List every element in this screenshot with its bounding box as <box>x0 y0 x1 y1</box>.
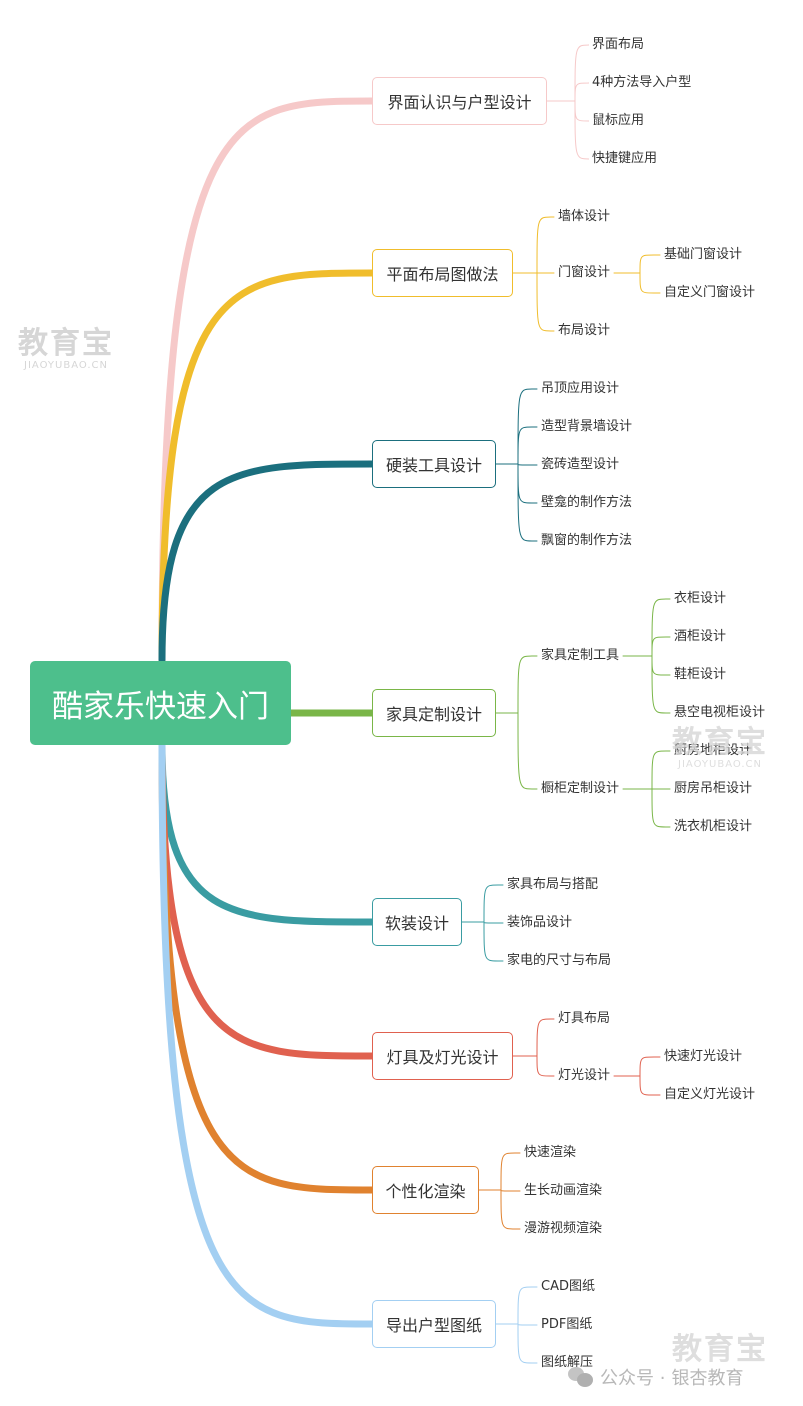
branch-connector <box>158 741 376 1060</box>
topic-node[interactable]: 生长动画渲染 <box>524 1183 603 1199</box>
connector <box>536 272 555 332</box>
topic-node[interactable]: 灯具布局 <box>558 1011 611 1027</box>
topic-node[interactable]: 厨房地柜设计 <box>674 743 753 759</box>
branch-connector <box>158 741 376 1194</box>
connector <box>517 655 538 714</box>
connector <box>639 272 661 294</box>
topic-node[interactable]: 漫游视频渲染 <box>524 1221 603 1237</box>
topic-node[interactable]: 自定义灯光设计 <box>664 1087 756 1103</box>
connector <box>639 1075 661 1096</box>
topic-node[interactable]: 快速渲染 <box>524 1145 577 1161</box>
topic-node[interactable]: 家电的尺寸与布局 <box>507 953 612 969</box>
topic-node[interactable]: 酒柜设计 <box>674 629 727 645</box>
watermark-domain: JIAOYUBAO.CN <box>24 360 108 371</box>
topic-node[interactable]: 橱柜定制设计 <box>541 781 620 797</box>
branch-node[interactable]: 硬装工具设计 <box>372 440 496 488</box>
connector <box>651 655 671 676</box>
root-node[interactable]: 酷家乐快速入门 <box>30 661 291 745</box>
topic-node[interactable]: 门窗设计 <box>558 265 611 281</box>
connector <box>651 750 671 790</box>
connector <box>639 254 661 274</box>
watermark-logo: 教育宝 <box>672 1334 768 1366</box>
topic-node[interactable]: 洗衣机柜设计 <box>674 819 753 835</box>
branch-node[interactable]: 家具定制设计 <box>372 689 496 737</box>
topic-node[interactable]: 造型背景墙设计 <box>541 419 633 435</box>
branch-node[interactable]: 软装设计 <box>372 898 462 946</box>
connector <box>500 1189 521 1192</box>
topic-node[interactable]: 飘窗的制作方法 <box>541 533 633 549</box>
topic-node[interactable]: 壁龛的制作方法 <box>541 495 633 511</box>
branch-node[interactable]: 灯具及灯光设计 <box>372 1032 513 1080</box>
watermark-logo: 教育宝 JIAOYUBAO.CN <box>672 725 768 771</box>
topic-node[interactable]: 吊顶应用设计 <box>541 381 620 397</box>
topic-node[interactable]: 瓷砖造型设计 <box>541 457 620 473</box>
topic-node[interactable]: 装饰品设计 <box>507 915 573 931</box>
branch-connector <box>158 269 376 664</box>
topic-node[interactable]: 布局设计 <box>558 323 611 339</box>
watermark-title: 教育宝 <box>672 725 768 760</box>
connector <box>536 1018 555 1057</box>
branch-node[interactable]: 平面布局图做法 <box>372 249 513 297</box>
connector <box>536 1055 555 1077</box>
connector <box>574 100 590 160</box>
connector <box>574 44 590 102</box>
connector <box>517 712 538 790</box>
branch-connector <box>158 741 376 926</box>
connector <box>651 788 671 828</box>
branch-connector <box>158 97 376 664</box>
topic-node[interactable]: 衣柜设计 <box>674 591 727 607</box>
topic-node[interactable]: 快速灯光设计 <box>664 1049 743 1065</box>
branch-connector <box>158 460 376 664</box>
topic-node[interactable]: 自定义门窗设计 <box>664 285 756 301</box>
connector <box>517 463 538 466</box>
branch-node[interactable]: 界面认识与户型设计 <box>372 77 547 125</box>
connector <box>483 884 504 923</box>
topic-node[interactable]: 家具布局与搭配 <box>507 877 599 893</box>
topic-node[interactable]: PDF图纸 <box>541 1317 593 1333</box>
connector <box>500 1152 521 1191</box>
connector <box>500 1189 521 1230</box>
footer-prefix: 公众号 · <box>600 1368 666 1389</box>
branch-node[interactable]: 导出户型图纸 <box>372 1300 496 1348</box>
connector <box>517 426 538 465</box>
topic-node[interactable]: 厨房吊柜设计 <box>674 781 753 797</box>
watermark-domain: JIAOYUBAO.CN <box>678 759 762 770</box>
connector <box>651 598 671 657</box>
topic-node[interactable]: 悬空电视柜设计 <box>674 705 766 721</box>
topic-node[interactable]: 家具定制工具 <box>541 648 620 664</box>
topic-node[interactable]: 快捷键应用 <box>592 151 658 167</box>
connector <box>651 655 671 714</box>
connector <box>574 100 590 122</box>
branch-node[interactable]: 个性化渲染 <box>372 1166 479 1214</box>
topic-node[interactable]: 墙体设计 <box>558 209 611 225</box>
footer-account-name: 银杏教育 <box>671 1368 744 1389</box>
connector <box>517 463 538 542</box>
watermark-logo: 教育宝 JIAOYUBAO.CN <box>18 326 114 372</box>
topic-node[interactable]: 灯光设计 <box>558 1068 611 1084</box>
watermark-title: 教育宝 <box>18 326 114 361</box>
connector <box>639 1056 661 1077</box>
topic-node[interactable]: 鼠标应用 <box>592 113 645 129</box>
topic-node[interactable]: 4种方法导入户型 <box>592 75 692 91</box>
topic-node[interactable]: 界面布局 <box>592 37 645 53</box>
connector <box>536 216 555 274</box>
footer-account: 公众号 · 银杏教育 <box>568 1364 743 1390</box>
connector <box>517 463 538 504</box>
topic-node[interactable]: 基础门窗设计 <box>664 247 743 263</box>
branch-connector <box>158 741 376 1328</box>
wechat-icon <box>568 1367 594 1387</box>
connector <box>517 1323 538 1364</box>
connector <box>517 1323 538 1326</box>
connector <box>483 921 504 962</box>
connector <box>483 921 504 924</box>
topic-node[interactable]: CAD图纸 <box>541 1279 595 1295</box>
connector <box>574 82 590 102</box>
connector <box>651 636 671 657</box>
topic-node[interactable]: 鞋柜设计 <box>674 667 727 683</box>
watermark-title: 教育宝 <box>672 1332 768 1367</box>
connector <box>517 1286 538 1325</box>
